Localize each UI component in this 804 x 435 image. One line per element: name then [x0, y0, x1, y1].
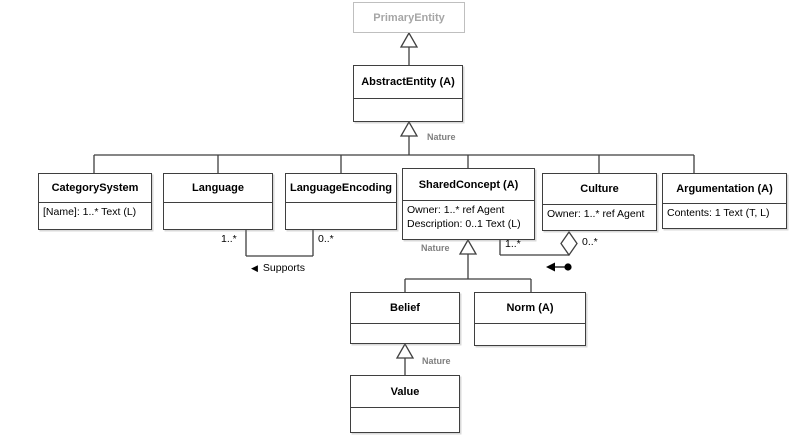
class-belief[interactable]: Belief	[350, 292, 460, 344]
class-culture[interactable]: Culture Owner: 1..* ref Agent	[542, 173, 657, 231]
generalization-abstract-to-primary-triangle-icon	[399, 31, 419, 48]
supports-direction-triangle-icon: ◀	[251, 262, 258, 273]
class-value[interactable]: Value	[350, 375, 460, 433]
class-argumentation[interactable]: Argumentation (A) Contents: 1 Text (T, L…	[662, 173, 787, 229]
multiplicity-language-encoding: 0..*	[318, 233, 334, 245]
generalization-belief-norm-triangle-icon	[458, 238, 478, 255]
nature-label-abstract: Nature	[427, 132, 456, 142]
attribute-line: Owner: 1..* ref Agent	[547, 208, 645, 220]
attribute-line: Owner: 1..* ref Agent	[407, 204, 505, 216]
class-attributes-empty	[475, 323, 585, 345]
class-norm[interactable]: Norm (A)	[474, 292, 586, 346]
reading-direction-dot-icon	[564, 263, 572, 271]
class-title: LanguageEncoding	[289, 182, 393, 194]
attribute-line: Contents: 1 Text (T, L)	[667, 207, 770, 219]
class-attributes: Contents: 1 Text (T, L)	[663, 203, 786, 228]
class-title: SharedConcept (A)	[418, 178, 519, 191]
class-language-encoding[interactable]: LanguageEncoding	[285, 173, 397, 230]
aggregation-diamond-icon	[560, 230, 578, 257]
class-title: CategorySystem	[51, 182, 139, 194]
class-title: Culture	[580, 183, 619, 195]
nature-label-belief: Nature	[422, 356, 451, 366]
class-attributes-empty	[354, 98, 462, 121]
generalization-subclasses-to-abstract-triangle-icon	[399, 120, 419, 137]
class-title: Language	[192, 182, 244, 194]
multiplicity-shared-concept: 1..*	[505, 238, 521, 250]
class-language[interactable]: Language	[163, 173, 273, 230]
class-shared-concept[interactable]: SharedConcept (A) Owner: 1..* ref Agent …	[402, 168, 535, 240]
multiplicity-language: 1..*	[221, 233, 237, 245]
class-attributes: Owner: 1..* ref Agent Description: 0..1 …	[403, 200, 534, 239]
class-attributes-empty	[164, 202, 272, 229]
class-title: PrimaryEntity	[373, 11, 445, 24]
class-attributes: [Name]: 1..* Text (L)	[39, 202, 151, 229]
supports-association-label: ◀ Supports	[251, 262, 305, 274]
class-title: Value	[390, 385, 420, 398]
reading-direction-arrowhead-icon	[546, 262, 555, 272]
supports-label-text: Supports	[262, 262, 305, 274]
class-title: Norm (A)	[506, 302, 554, 314]
class-attributes: Owner: 1..* ref Agent	[543, 204, 656, 230]
class-attributes-empty	[351, 323, 459, 343]
multiplicity-culture: 0..*	[582, 236, 598, 248]
class-title: Argumentation (A)	[676, 182, 773, 195]
class-primary-entity[interactable]: PrimaryEntity	[353, 2, 465, 33]
generalization-value-to-belief-triangle-icon	[395, 342, 415, 359]
class-title: AbstractEntity (A)	[361, 76, 455, 88]
class-abstract-entity[interactable]: AbstractEntity (A)	[353, 65, 463, 122]
class-attributes-empty	[286, 202, 396, 229]
attribute-line: Description: 0..1 Text (L)	[407, 217, 521, 230]
attribute-line: [Name]: 1..* Text (L)	[43, 206, 137, 218]
class-title: Belief	[390, 302, 420, 314]
class-attributes-empty	[351, 407, 459, 432]
nature-label-shared-concept: Nature	[421, 243, 450, 253]
class-category-system[interactable]: CategorySystem [Name]: 1..* Text (L)	[38, 173, 152, 230]
